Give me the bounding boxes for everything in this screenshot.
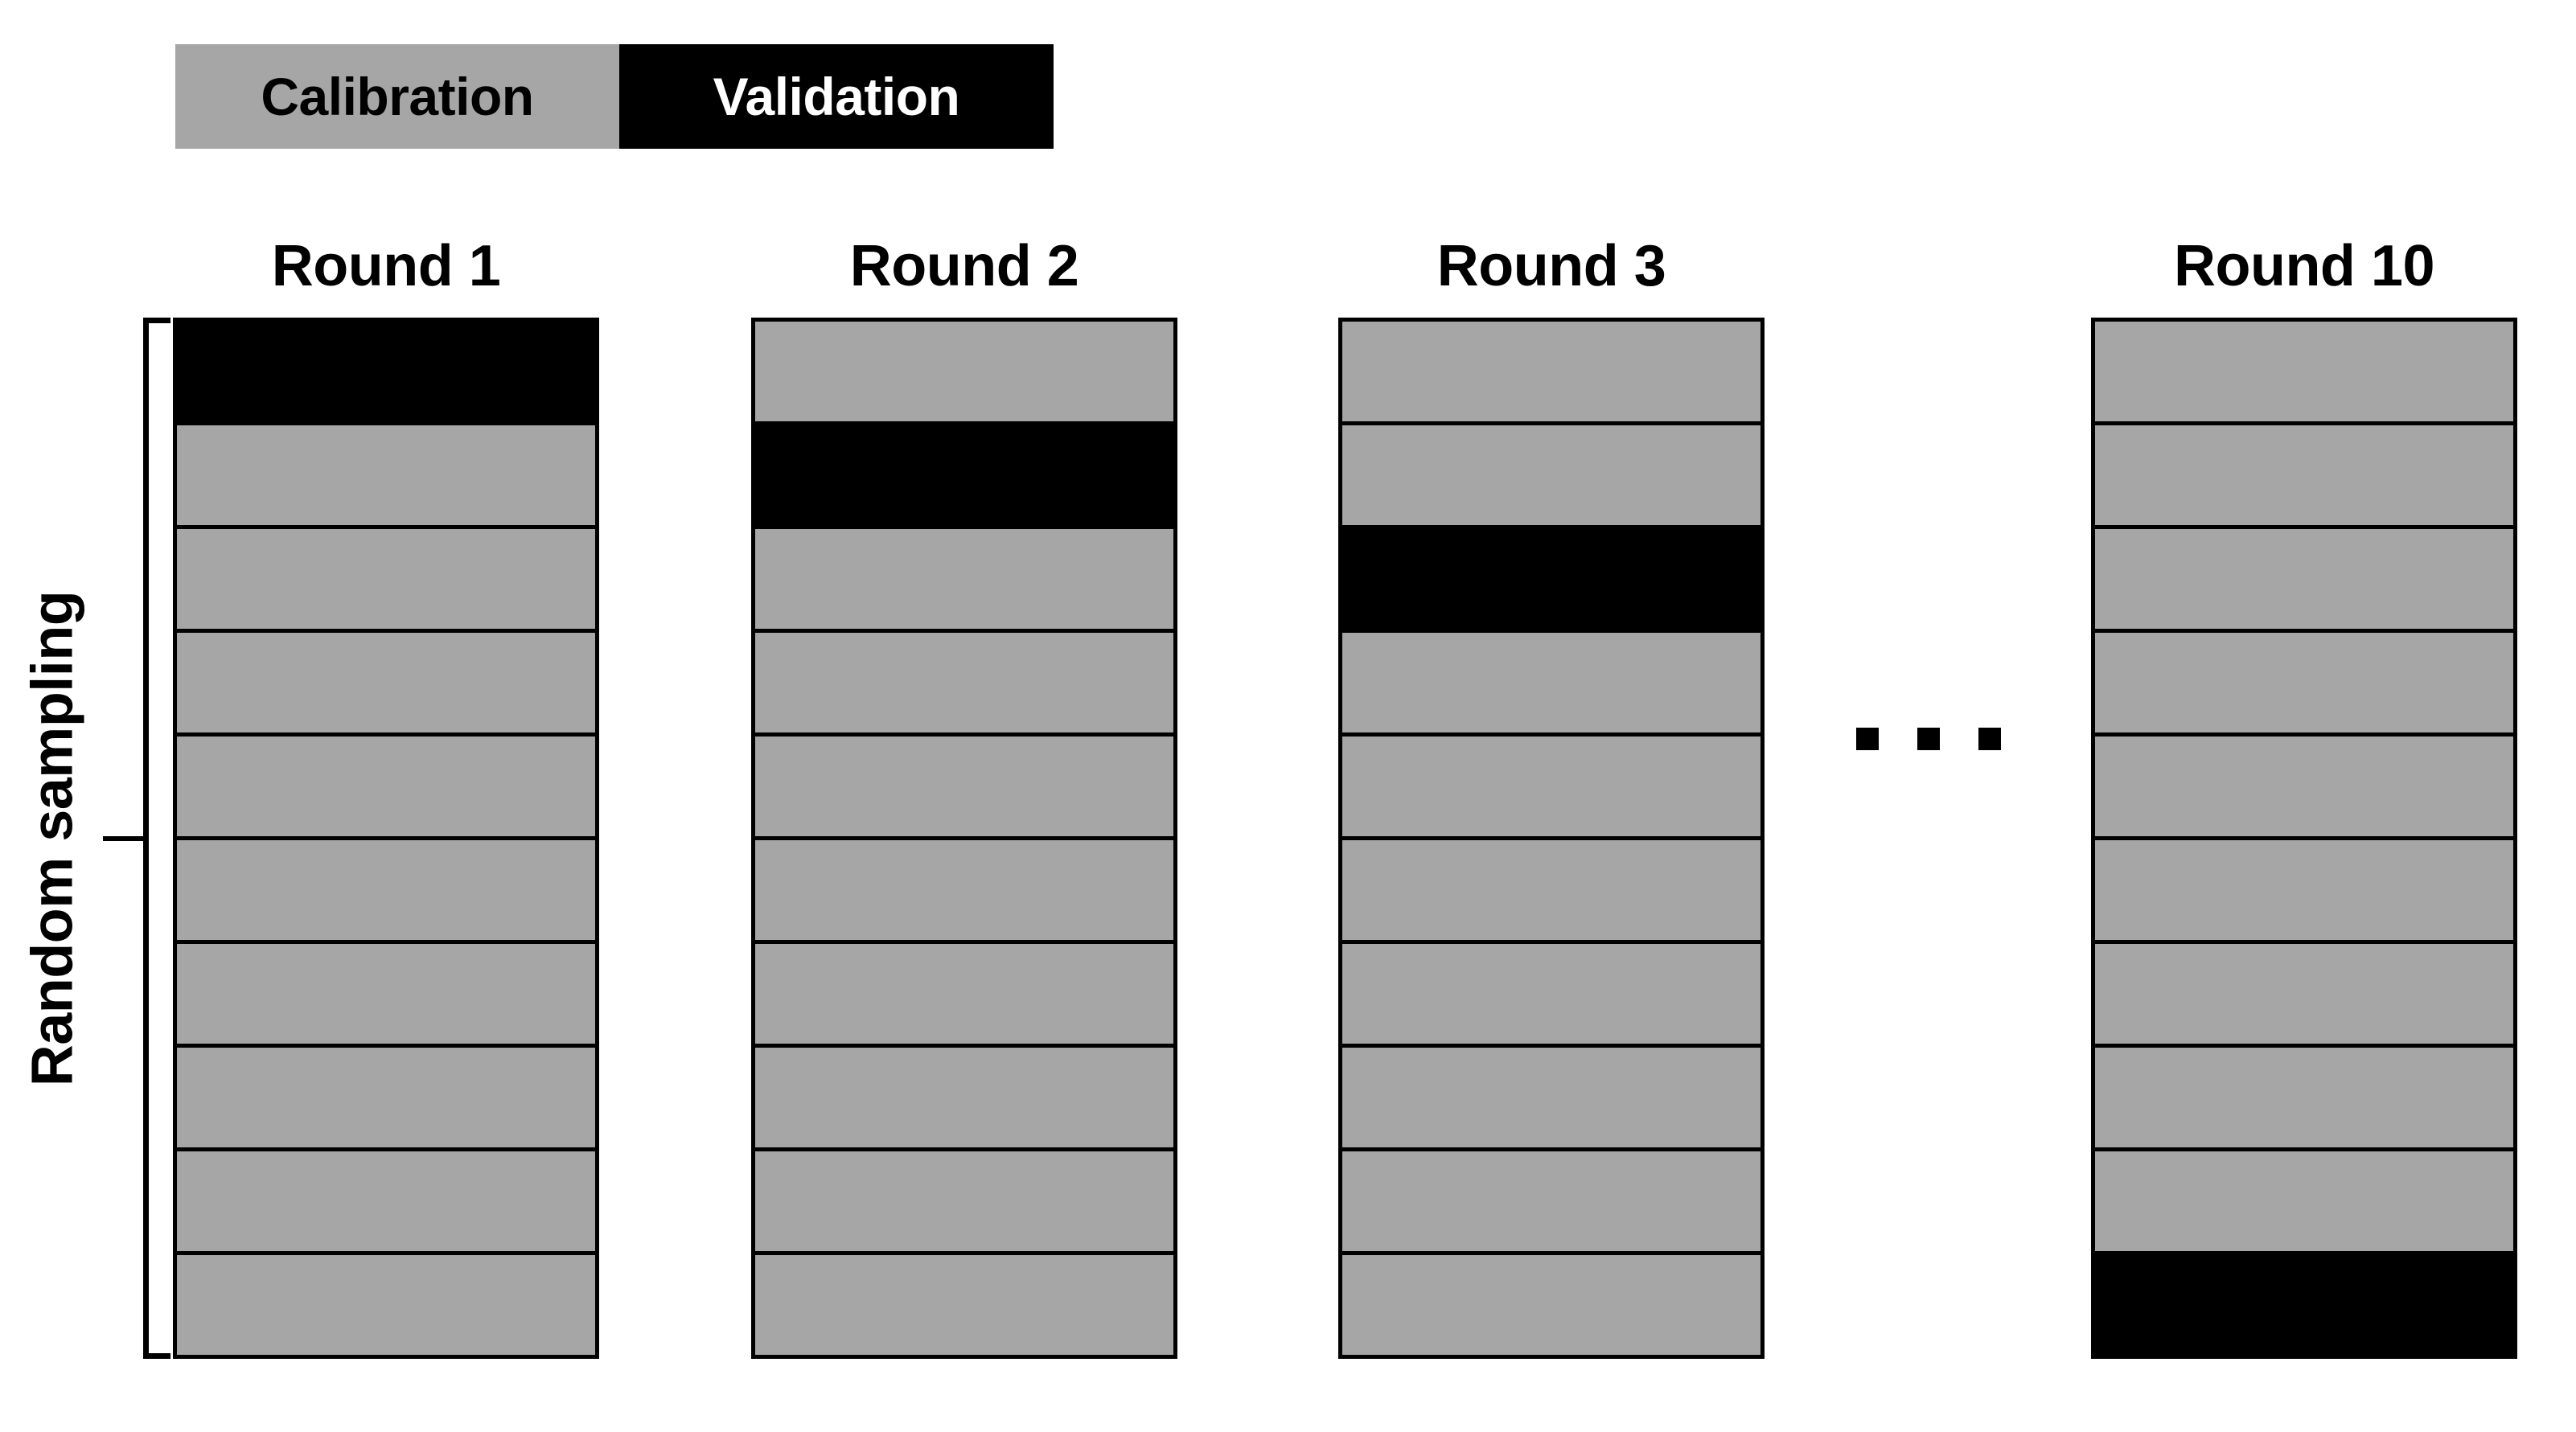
sample-cell-calibration [2095, 529, 2513, 633]
sample-cell-calibration [755, 1048, 1173, 1151]
sample-cell-calibration [755, 1255, 1173, 1355]
sample-cell-calibration [1342, 840, 1760, 944]
sample-cell-calibration [2095, 633, 2513, 737]
sample-cell-calibration [2095, 840, 2513, 944]
sample-cell-calibration [177, 944, 595, 1048]
sample-cell-calibration [2095, 737, 2513, 840]
round-column-2 [751, 318, 1177, 1359]
sample-cell-validation [1342, 529, 1760, 633]
sample-cell-calibration [1342, 1048, 1760, 1151]
legend-item-validation: Validation [619, 44, 1054, 149]
sample-cell-calibration [2095, 1048, 2513, 1151]
sample-cell-calibration [755, 737, 1173, 840]
sample-cell-validation [177, 322, 595, 425]
legend-label-calibration: Calibration [261, 67, 534, 126]
column-header-round-1: Round 1 [173, 232, 599, 301]
legend: Calibration Validation [175, 44, 1054, 149]
bracket-center-tick [103, 835, 145, 841]
sample-cell-calibration [755, 633, 1173, 737]
sample-cell-calibration [177, 425, 595, 529]
ellipsis-dot [1978, 728, 2001, 750]
sample-cell-calibration [1342, 1151, 1760, 1255]
sample-cell-calibration [2095, 425, 2513, 529]
bracket-spine [143, 318, 149, 1359]
sample-cell-calibration [755, 1151, 1173, 1255]
column-header-label: Round 1 [271, 234, 501, 298]
column-header-round-10: Round 10 [2091, 232, 2517, 301]
column-header-round-2: Round 2 [751, 232, 1177, 301]
legend-item-calibration: Calibration [175, 44, 619, 149]
sample-cell-calibration [2095, 944, 2513, 1048]
sample-cell-calibration [177, 840, 595, 944]
sample-cell-calibration [2095, 322, 2513, 425]
sample-cell-calibration [755, 840, 1173, 944]
ellipsis-dot [1917, 728, 1940, 750]
sample-cell-calibration [177, 1255, 595, 1355]
sample-cell-calibration [1342, 322, 1760, 425]
sample-cell-calibration [1342, 1255, 1760, 1355]
bracket-arm-top [143, 318, 171, 323]
random-sampling-axis-label: Random sampling [0, 318, 105, 1359]
round-column-1 [173, 318, 599, 1359]
ellipsis-dot [1856, 728, 1879, 750]
sample-cell-calibration [177, 529, 595, 633]
sample-cell-calibration [177, 1048, 595, 1151]
sample-cell-validation [755, 425, 1173, 529]
sampling-range-bracket [103, 318, 174, 1359]
round-column-10 [2091, 318, 2517, 1359]
ellipsis-omitted-rounds [1856, 728, 2001, 750]
sample-cell-calibration [177, 633, 595, 737]
sample-cell-calibration [1342, 944, 1760, 1048]
sample-cell-calibration [755, 529, 1173, 633]
sample-cell-calibration [177, 737, 595, 840]
column-header-label: Round 10 [2173, 234, 2435, 298]
legend-label-validation: Validation [713, 67, 960, 126]
sample-cell-calibration [177, 1151, 595, 1255]
column-header-label: Round 2 [849, 234, 1079, 298]
column-header-round-3: Round 3 [1338, 232, 1765, 301]
axis-label-text: Random sampling [20, 590, 84, 1086]
sample-cell-calibration [1342, 633, 1760, 737]
sample-cell-calibration [2095, 1151, 2513, 1255]
sample-cell-validation [2095, 1255, 2513, 1355]
sample-cell-calibration [755, 944, 1173, 1048]
sample-cell-calibration [755, 322, 1173, 425]
column-header-label: Round 3 [1436, 234, 1666, 298]
sample-cell-calibration [1342, 425, 1760, 529]
bracket-arm-bottom [143, 1353, 171, 1359]
round-column-3 [1338, 318, 1765, 1359]
sample-cell-calibration [1342, 737, 1760, 840]
